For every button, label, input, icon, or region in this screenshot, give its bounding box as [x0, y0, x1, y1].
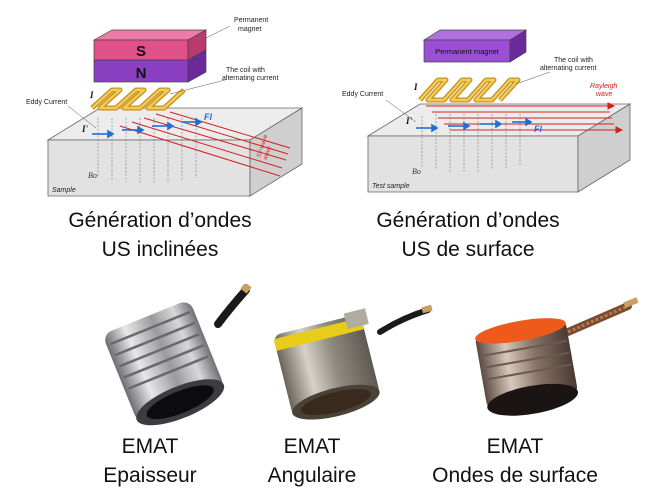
caption-surface-line2: US de surface: [401, 238, 535, 261]
caption-angled-line2: US inclinées: [101, 238, 219, 261]
label-force: Fl: [204, 112, 212, 122]
caption-surface-waves: Génération d’ondes US de surface: [338, 206, 598, 264]
label-force: Fl: [534, 124, 542, 134]
lorentz-force-arrows: [416, 117, 533, 133]
probe-name-label: Epaisseur: [103, 464, 197, 487]
probe-thickness-image: [105, 284, 252, 426]
label-permanent-magnet: Permanent magnet: [435, 47, 500, 56]
label-current-image: I': [405, 116, 413, 126]
probe-type-label: EMAT: [486, 435, 544, 458]
label-current: I: [89, 90, 94, 100]
magnet-pole-n: N: [136, 65, 147, 82]
permanent-magnet: Permanent magnet: [422, 29, 528, 63]
label-current: I: [413, 82, 418, 92]
label-eddy-current: Eddy Current: [342, 91, 383, 98]
sample-block-side: [577, 103, 631, 193]
probe-type-label: EMAT: [283, 435, 341, 458]
caption-angled-waves: Génération d’ondes US inclinées: [30, 206, 290, 264]
probe-surface-image: [475, 297, 639, 416]
probe-name-label: Angulaire: [267, 464, 357, 487]
coil-meander: [90, 87, 186, 111]
lorentz-force-arrows: [92, 117, 203, 139]
caption-surface-line1: Génération d’ondes: [376, 209, 560, 232]
permanent-magnet: S N: [92, 29, 208, 83]
label-sample: Sample: [52, 187, 76, 194]
label-sample: Test sample: [372, 183, 410, 190]
probe-caption-surface: EMAT Ondes de surface: [410, 432, 620, 490]
probe-type-label: EMAT: [121, 435, 179, 458]
probe-caption-thickness: EMAT Epaisseur: [70, 432, 230, 490]
label-field: Bo: [412, 167, 421, 176]
label-field: Bo: [88, 171, 97, 180]
label-current-image: I': [81, 124, 89, 134]
probe-name-label: Ondes de surface: [432, 464, 598, 487]
probe-caption-angular: EMAT Angulaire: [232, 432, 392, 490]
sv-wave-rays: [119, 111, 291, 177]
probe-angular-image: [273, 304, 433, 420]
magnet-pole-s: S: [136, 43, 146, 60]
sample-block-side: [249, 107, 303, 197]
label-eddy-current: Eddy Current: [26, 99, 67, 106]
caption-angled-line1: Génération d’ondes: [68, 209, 252, 232]
